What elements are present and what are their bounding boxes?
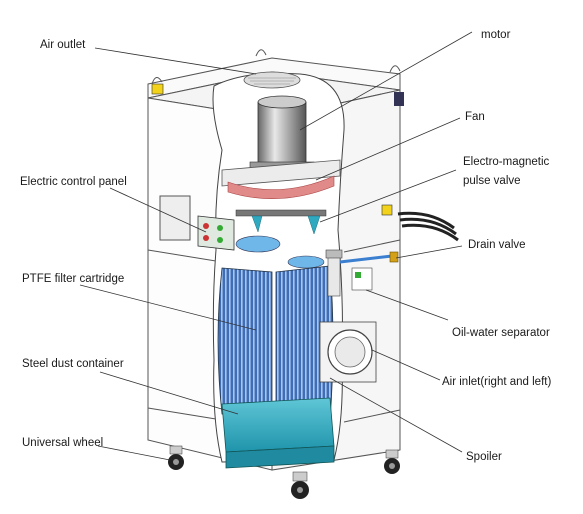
air-outlet-grille: [243, 71, 301, 89]
oil-water-separator: [325, 249, 373, 297]
label-spoiler: Spoiler: [466, 451, 502, 463]
label-universal-wheel: Universal wheel: [22, 437, 104, 449]
label-air-outlet: Air outlet: [40, 39, 86, 51]
label-electric-control-panel: Electric control panel: [20, 176, 127, 188]
air-inlet: [319, 321, 377, 383]
steel-dust-container: [221, 397, 335, 469]
leader-lines: [79, 31, 473, 461]
label-oil-water-separator: Oil-water separator: [452, 327, 550, 339]
label-pulse-valve: pulse valve: [463, 175, 521, 187]
warning-sticker-left: [151, 83, 164, 95]
hose-coil: [397, 211, 459, 242]
drain-valve: [339, 251, 399, 264]
electric-control-panel: [197, 215, 235, 251]
ptfe-filter-cartridges: [217, 265, 334, 425]
info-sticker: [394, 92, 404, 106]
motor: [249, 95, 315, 171]
label-drain-valve: Drain valve: [468, 239, 526, 251]
label-air-inlet: Air inlet(right and left): [442, 376, 552, 388]
label-fan: Fan: [465, 111, 485, 123]
universal-wheels: [168, 445, 400, 499]
fan: [221, 159, 341, 199]
label-steel-dust-container: Steel dust container: [22, 358, 124, 370]
label-motor: motor: [481, 29, 511, 41]
pulse-valve: [235, 209, 327, 269]
label-ptfe-filter-cartridge: PTFE filter cartridge: [22, 273, 125, 285]
warning-sticker-right: [381, 204, 393, 216]
label-electro-magnetic: Electro-magnetic: [463, 156, 550, 168]
